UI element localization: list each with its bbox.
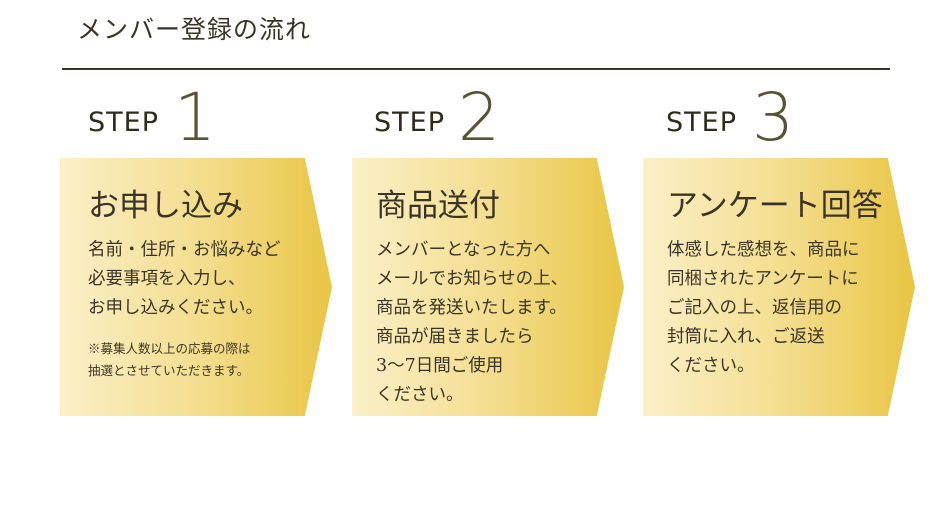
step-1-line: お申し込みください。 [88, 298, 263, 318]
step-2-line: 商品を発送いたします。 [376, 298, 567, 318]
step-1-title: お申し込み [88, 188, 243, 224]
step-2-line: メールでお知らせの上、 [376, 269, 569, 289]
step-2-line: メンバーとなった方へ [376, 240, 551, 260]
step-1-note-line: 抽選とさせていただきます。 [88, 363, 250, 378]
step-3-line: 封筒に入れ、ご返送 [667, 327, 825, 347]
step-3-card: アンケート回答 体感した感想を、商品に 同梱されたアンケートに ご記入の上、返信… [643, 158, 915, 416]
title-divider [62, 68, 890, 70]
step-3-number: 3 [752, 79, 794, 156]
step-2-number: 2 [458, 79, 500, 156]
step-1-line: 名前・住所・お悩みなど [88, 240, 281, 260]
step-1-label: STEP [88, 107, 159, 138]
step-2-label: STEP [374, 107, 445, 138]
step-3-heading: STEP 3 [666, 79, 826, 156]
step-3-line: ご記入の上、返信用の [667, 298, 842, 318]
step-2-body: メンバーとなった方へ メールでお知らせの上、 商品を発送いたします。 商品が届き… [376, 236, 568, 410]
step-1-note-line: ※募集人数以上の応募の際は [88, 341, 251, 356]
step-3-label: STEP [666, 107, 737, 138]
step-1-line: 必要事項を入力し、 [88, 269, 246, 289]
step-1-body: 名前・住所・お悩みなど 必要事項を入力し、 お申し込みください。 [88, 236, 281, 323]
step-2-heading: STEP 2 [374, 79, 534, 156]
step-3-line: 体感した感想を、商品に [667, 240, 860, 260]
step-2-title: 商品送付 [376, 188, 500, 224]
page-title: メンバー登録の流れ [77, 15, 312, 44]
step-3-body: 体感した感想を、商品に 同梱されたアンケートに ご記入の上、返信用の 封筒に入れ… [667, 236, 860, 381]
step-2-line: ください。 [376, 385, 464, 405]
step-1-card: お申し込み 名前・住所・お悩みなど 必要事項を入力し、 お申し込みください。 ※… [60, 158, 332, 416]
step-3-line: 同梱されたアンケートに [667, 269, 859, 289]
step-2-line: 3〜7日間ご使用 [376, 356, 504, 376]
step-2-line: 商品が届きましたら [376, 327, 534, 347]
step-1-number: 1 [174, 79, 216, 156]
step-1-note: ※募集人数以上の応募の際は 抽選とさせていただきます。 [88, 338, 251, 382]
step-3-title: アンケート回答 [667, 188, 883, 224]
step-1-heading: STEP 1 [88, 79, 248, 156]
step-3-line: ください。 [667, 356, 755, 376]
step-2-card: 商品送付 メンバーとなった方へ メールでお知らせの上、 商品を発送いたします。 … [352, 158, 624, 416]
